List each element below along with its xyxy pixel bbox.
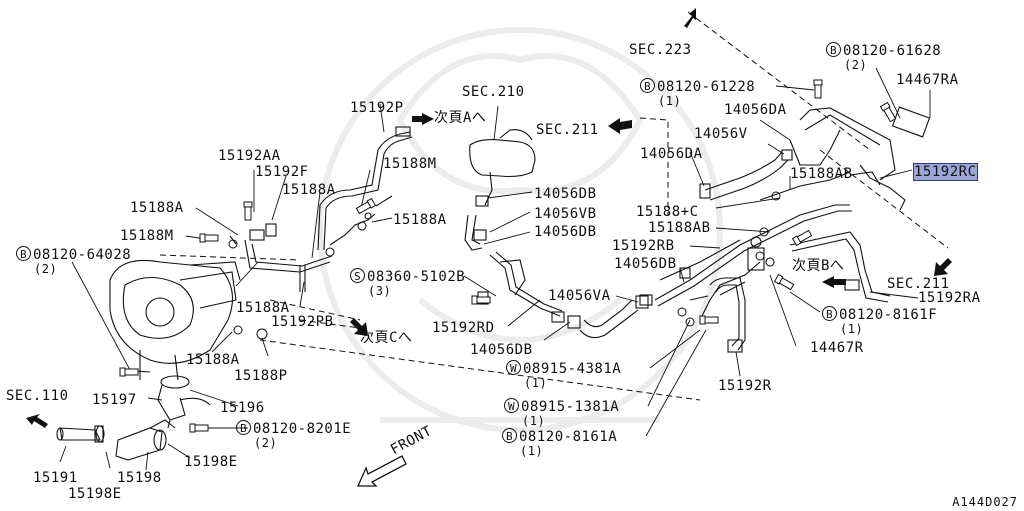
arrow-sec211-top-icon bbox=[608, 118, 632, 134]
label-sec223[interactable]: SEC.223 bbox=[629, 42, 692, 58]
mark-w-icon: W bbox=[506, 360, 521, 375]
label-sec211-top[interactable]: SEC.211 bbox=[536, 122, 599, 138]
pipe-15192P bbox=[317, 126, 413, 251]
label-15192RA[interactable]: 15192RA bbox=[918, 290, 981, 306]
label-15192RD[interactable]: 15192RD bbox=[432, 320, 495, 336]
label-15198E-2[interactable]: 15198E bbox=[184, 454, 238, 470]
label-15188C[interactable]: 15188+C bbox=[636, 204, 699, 220]
pipe-15191 bbox=[56, 425, 105, 443]
label-15192RB[interactable]: 15192RB bbox=[612, 238, 675, 254]
hose-14056VA bbox=[567, 295, 649, 339]
long-pipes bbox=[639, 204, 852, 321]
direction-arrows bbox=[26, 8, 952, 428]
right-bracket bbox=[759, 106, 931, 211]
label-next-b[interactable]: 次頁Bへ bbox=[792, 258, 845, 274]
label-15192PB[interactable]: 15192PB bbox=[271, 314, 334, 330]
intake-duct bbox=[464, 129, 536, 251]
label-15188A-1[interactable]: 15188A bbox=[130, 200, 184, 216]
label-15192F[interactable]: 15192F bbox=[255, 164, 309, 180]
pipe-15192R bbox=[709, 277, 746, 353]
label-15192AA[interactable]: 15192AA bbox=[218, 148, 281, 164]
label-15188A-3[interactable]: 15188A bbox=[393, 212, 447, 228]
label-sec110[interactable]: SEC.110 bbox=[6, 388, 69, 404]
label-15192P[interactable]: 15192P bbox=[350, 100, 404, 116]
label-sec210[interactable]: SEC.210 bbox=[462, 84, 525, 100]
label-14056DB-4[interactable]: 14056DB bbox=[614, 256, 677, 272]
label-15197[interactable]: 15197 bbox=[92, 392, 137, 408]
label-15188A-2[interactable]: 15188A bbox=[282, 182, 336, 198]
pipe-15192RD bbox=[477, 251, 565, 323]
label-14056VB[interactable]: 14056VB bbox=[534, 206, 597, 222]
arrow-sec223-icon bbox=[684, 8, 696, 28]
hose-14056V bbox=[699, 149, 793, 201]
washers bbox=[228, 191, 781, 340]
label-14056VA[interactable]: 14056VA bbox=[548, 288, 611, 304]
label-15188M-2[interactable]: 15188M bbox=[383, 156, 437, 172]
dashed-boundaries bbox=[159, 11, 949, 401]
mark-b-icon: B bbox=[502, 428, 517, 443]
label-14056DB-1[interactable]: 14056DB bbox=[534, 186, 597, 202]
label-15198E-1[interactable]: 15198E bbox=[68, 486, 122, 502]
label-15192RC-highlighted[interactable]: 15192RC bbox=[913, 163, 978, 181]
label-next-a[interactable]: 次頁Aへ bbox=[434, 110, 487, 126]
label-14056DB-2[interactable]: 14056DB bbox=[534, 224, 597, 240]
mark-b-icon: B bbox=[236, 420, 251, 435]
label-15188AB-2[interactable]: 15188AB bbox=[648, 220, 711, 236]
mark-b-icon: B bbox=[640, 78, 655, 93]
label-15198[interactable]: 15198 bbox=[117, 470, 162, 486]
hose-15198 bbox=[115, 419, 176, 461]
arrow-next-b-icon bbox=[822, 276, 846, 288]
arrow-next-c-icon bbox=[350, 318, 368, 336]
arrow-sec211-right-icon bbox=[934, 258, 952, 276]
drawing-code: A144D027 bbox=[952, 495, 1018, 509]
label-15188M-1[interactable]: 15188M bbox=[120, 228, 174, 244]
arrow-next-a-icon bbox=[412, 113, 434, 125]
label-14056DA-2[interactable]: 14056DA bbox=[640, 146, 703, 162]
label-14056V[interactable]: 14056V bbox=[694, 126, 748, 142]
lower-elbow bbox=[157, 375, 211, 429]
label-sec211-right[interactable]: SEC.211 bbox=[887, 276, 950, 292]
leader-lines bbox=[59, 67, 931, 471]
label-15188P[interactable]: 15188P bbox=[234, 368, 288, 384]
front-arrow-icon bbox=[356, 455, 407, 487]
label-14056DA-1[interactable]: 14056DA bbox=[724, 102, 787, 118]
bolts bbox=[119, 79, 897, 433]
label-14467RA[interactable]: 14467RA bbox=[896, 72, 959, 88]
mark-w-icon: W bbox=[504, 398, 519, 413]
arrow-sec110-icon bbox=[26, 414, 48, 428]
label-14467R[interactable]: 14467R bbox=[810, 340, 864, 356]
mark-s-icon: S bbox=[350, 268, 365, 283]
mark-b-icon: B bbox=[822, 306, 837, 321]
watermark-crest bbox=[317, 27, 723, 433]
label-15188A-4[interactable]: 15188A bbox=[236, 300, 290, 316]
mark-b-icon: B bbox=[826, 42, 841, 57]
label-15191[interactable]: 15191 bbox=[33, 470, 78, 486]
label-15196[interactable]: 15196 bbox=[220, 400, 265, 416]
label-15188AB-1[interactable]: 15188AB bbox=[790, 166, 853, 182]
label-15192R[interactable]: 15192R bbox=[718, 378, 772, 394]
banjo-14467R bbox=[747, 236, 775, 271]
mark-b-icon: B bbox=[16, 246, 31, 261]
label-15188A-5[interactable]: 15188A bbox=[186, 352, 240, 368]
label-14056DB-3[interactable]: 14056DB bbox=[470, 342, 533, 358]
label-next-c[interactable]: 次頁Cへ bbox=[360, 330, 413, 346]
